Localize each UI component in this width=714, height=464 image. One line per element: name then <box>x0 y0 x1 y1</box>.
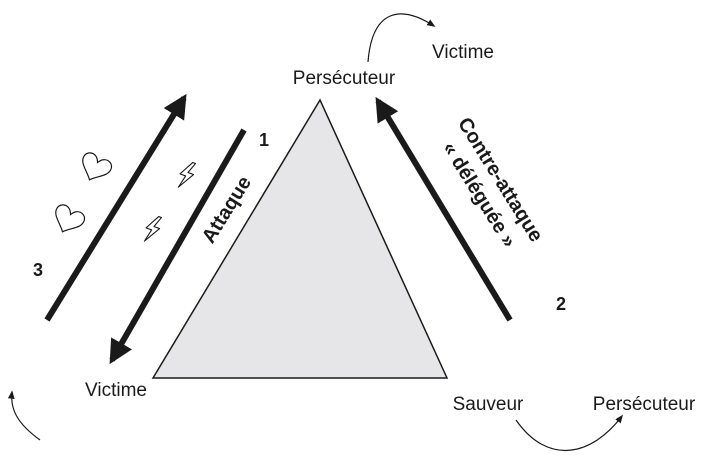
counter-attack-arrow-number: 2 <box>556 294 566 314</box>
role-change-arrow-top <box>367 13 436 63</box>
role-change-label-top: Victime <box>432 42 494 63</box>
role-label-top: Persécuteur <box>293 68 396 89</box>
triangle <box>151 98 449 379</box>
heart-icon <box>82 152 113 181</box>
role-label-bottom-right: Sauveur <box>453 394 524 415</box>
lightning-icon <box>143 215 163 242</box>
lightning-icon <box>177 161 197 188</box>
role-change-arrow-bottom-left <box>7 390 41 441</box>
counter-attack-arrow <box>375 96 513 322</box>
attack-arrow-number: 1 <box>259 130 269 150</box>
return-arrow <box>44 93 187 322</box>
role-change-arrow-bottom-right <box>515 414 624 452</box>
role-change-label-bottom-right: Persécuteur <box>593 394 696 415</box>
heart-icon <box>55 204 86 233</box>
attack-arrow <box>109 128 247 365</box>
role-label-bottom-left: Victime <box>85 380 147 401</box>
return-arrow-number: 3 <box>33 260 43 280</box>
